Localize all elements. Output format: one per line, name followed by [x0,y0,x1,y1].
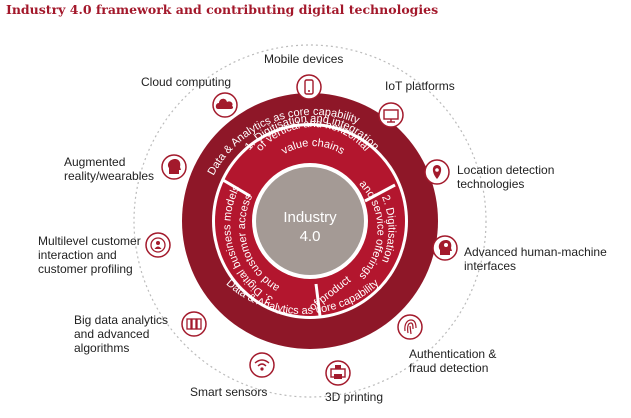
label-multilevel-customer: Multilevel customer interaction and cust… [38,234,141,276]
label-3d-printing: 3D printing [325,390,384,404]
label-location-detection: Location detection technologies [457,163,555,191]
label-augmented-reality: Augmented reality/wearables [64,155,155,183]
data-boxes-icon [181,311,207,337]
person-target-icon [145,232,171,258]
monitor-network-icon [378,102,404,128]
segment-dividers [222,178,396,317]
center-label-line2: 4.0 [300,228,321,245]
outer-orbit [133,44,487,398]
wireless-signal-icon [249,352,275,378]
label-big-data: Big data analytics and advanced algorith… [74,313,169,355]
center-label-line1: Industry [283,209,337,226]
label-iot-platforms: IoT platforms [385,79,455,93]
cloud-icon [212,92,238,118]
label-cloud-computing: Cloud computing [141,75,232,89]
phone-network-icon [296,74,322,100]
head-silhouette-icon [161,154,187,180]
page-title: Industry 4.0 framework and contributing … [6,2,439,17]
label-authentication: Authentication & fraud detection [409,347,497,375]
location-pin-icon [424,159,450,185]
center-circle [256,167,364,275]
head-gears-icon [432,235,458,261]
fingerprint-icon [397,314,423,340]
label-advanced-hmi: Advanced human-machine interfaces [464,245,607,273]
segment-2-line1: 2. Digitisation [379,193,398,264]
label-mobile-devices: Mobile devices [264,52,344,66]
label-smart-sensors: Smart sensors [190,385,268,399]
printer-3d-icon [325,360,351,386]
